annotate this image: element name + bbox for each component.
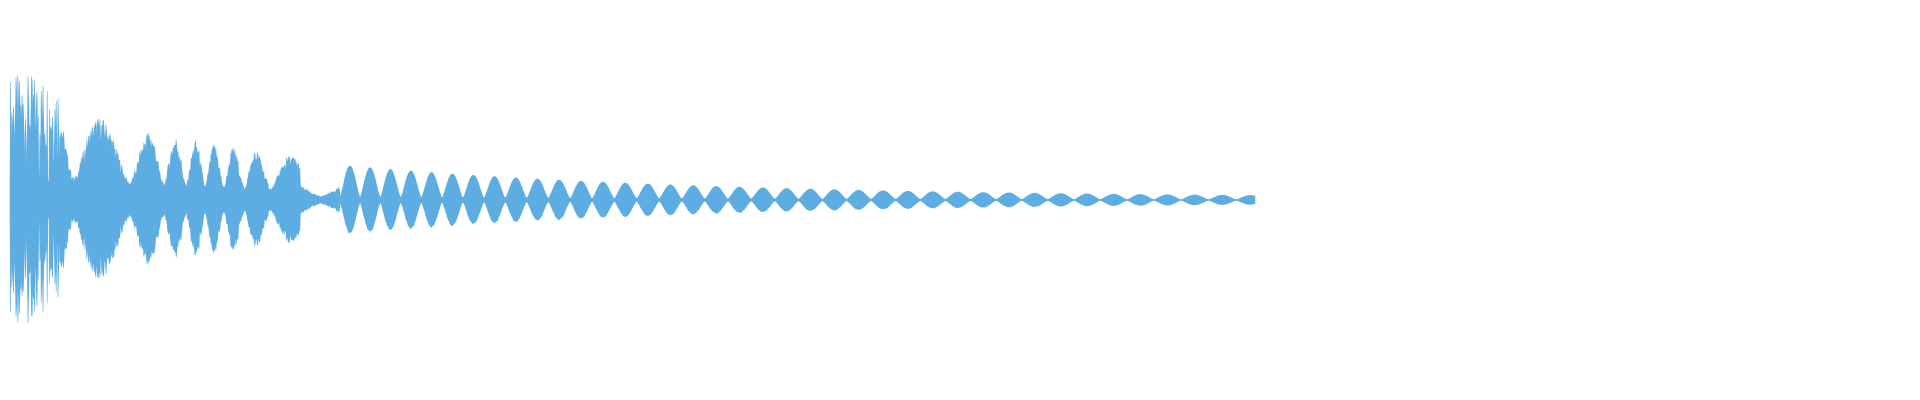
waveform-envelope bbox=[9, 75, 1256, 323]
